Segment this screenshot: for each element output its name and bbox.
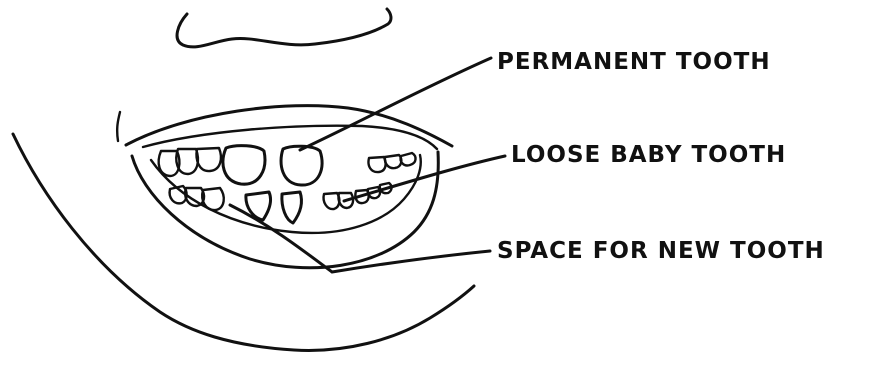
jaw-line: [13, 134, 474, 350]
upper-right-tooth-2: [385, 155, 401, 168]
lower-right-tooth-1: [324, 193, 340, 209]
label-space-for-new-tooth: SPACE FOR NEW TOOTH: [497, 238, 825, 264]
permanent-tooth-left: [223, 146, 265, 185]
permanent-tooth-right: [281, 146, 322, 185]
nose: [177, 9, 391, 47]
upper-left-tooth-3: [197, 148, 221, 171]
pointer-permanent-tooth: [300, 58, 491, 150]
cheek-mark: [117, 112, 120, 141]
label-loose-baby-tooth: LOOSE BABY TOOTH: [511, 142, 786, 168]
lower-left-tooth-3: [202, 188, 224, 210]
label-permanent-tooth: PERMANENT TOOTH: [497, 49, 771, 75]
upper-right-tooth-3: [401, 153, 416, 165]
upper-right-tooth-1: [368, 157, 385, 172]
lower-front-tooth-right: [282, 192, 302, 223]
